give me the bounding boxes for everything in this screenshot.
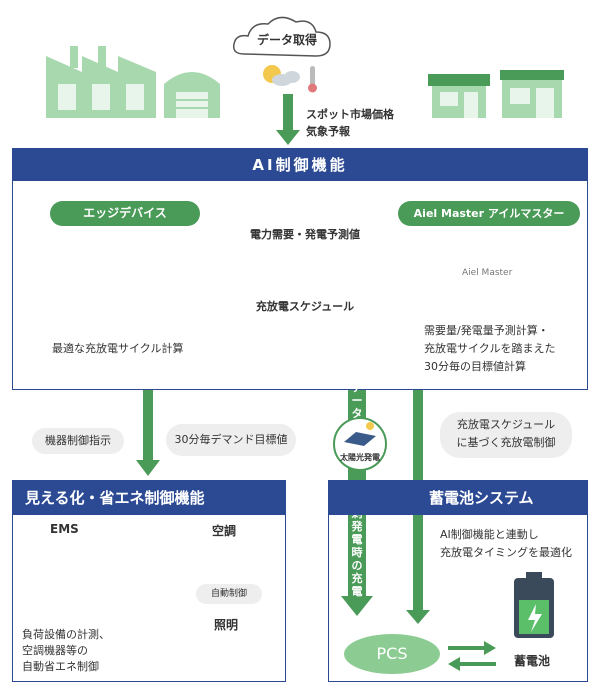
aiel-master-label: Aiel Master アイルマスター — [398, 201, 580, 226]
battery-label: 蓄電池 — [514, 654, 551, 668]
demand-target-pill: 30分毎デマンド目標値 — [166, 424, 296, 456]
solar-label: 太陽光発電 — [340, 453, 380, 462]
thermometer-icon — [308, 66, 317, 93]
generation-data-label: 発電量データ — [351, 342, 363, 420]
schedule-label: 充放電スケジュール — [255, 300, 355, 313]
master-description-3: 30分毎の目標値計算 — [424, 360, 526, 373]
battery-description-1: AI制御機能と連動し — [440, 528, 539, 541]
device-brand: Aiel Master — [462, 268, 513, 278]
arrow-ai-to-ems — [136, 390, 160, 476]
forecast-label: 電力需要・発電予測値 — [250, 228, 360, 241]
ai-control-panel: AI制御機能 — [12, 148, 588, 390]
warehouse-icon — [164, 72, 220, 118]
schedule-control-pill: 充放電スケジュール に基づく充放電制御 — [440, 412, 572, 458]
battery-icon — [514, 572, 554, 638]
ems-description-2: 空調機器等の — [22, 644, 88, 657]
cloud-icon — [232, 16, 331, 57]
ai-panel-title: AI制御機能 — [13, 149, 587, 181]
schedule-control-line-2: に基づく充放電制御 — [456, 436, 556, 449]
weather-icon — [263, 65, 300, 86]
ems-label: EMS — [50, 522, 79, 536]
solar-panel-icon — [344, 422, 376, 446]
pcs-label: PCS — [376, 644, 408, 663]
data-input-arrow — [276, 94, 300, 145]
auto-control-pill: 自動制御 — [196, 584, 262, 604]
lighting-label: 照明 — [214, 618, 239, 632]
master-description-2: 充放電サイクルを踏まえた — [424, 342, 556, 355]
input-spot-price: スポット市場価格 — [306, 108, 394, 121]
edge-device-label: エッジデバイス — [50, 201, 200, 226]
schedule-control-line-1: 充放電スケジュール — [456, 418, 556, 431]
battery-panel: 蓄電池システム — [328, 480, 588, 682]
edge-description: 最適な充放電サイクル計算 — [52, 342, 184, 355]
master-description-1: 需要量/発電量予測計算・ — [424, 324, 549, 337]
ems-panel-title: 見える化・省エネ制御機能 — [13, 481, 285, 515]
cloud-label: データ取得 — [256, 33, 317, 47]
shop-icon — [428, 74, 490, 118]
ems-description-3: 自動省エネ制御 — [22, 660, 99, 673]
ems-description-1: 負荷設備の計測、 — [22, 628, 110, 641]
battery-description-2: 充放電タイミングを最適化 — [440, 546, 572, 559]
input-weather: 気象予報 — [306, 125, 350, 138]
arrow-battery-to-pcs — [448, 657, 496, 671]
arrow-pcs-to-battery — [448, 641, 496, 655]
aircon-label: 空調 — [212, 524, 237, 538]
control-instruction-pill: 機器制御指示 — [32, 428, 124, 454]
pcs-node — [344, 634, 440, 674]
ems-panel: 見える化・省エネ制御機能 — [12, 480, 286, 682]
battery-panel-title: 蓄電池システム — [329, 481, 587, 515]
store-icon — [500, 70, 564, 118]
factory-icon — [46, 46, 156, 118]
